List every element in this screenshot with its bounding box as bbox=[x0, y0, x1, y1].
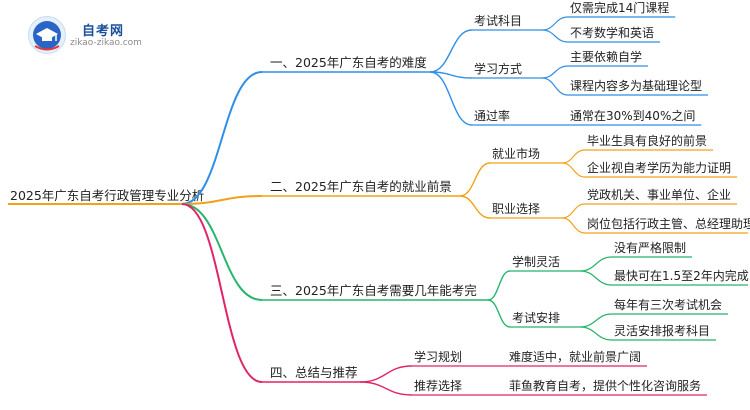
branch-3-leaf-connector bbox=[579, 256, 613, 272]
branch-2-child-1-leaf-1: 毕业生具有良好的前景 bbox=[587, 133, 707, 148]
branch-1-leaf-connector bbox=[541, 65, 569, 79]
branch-4-child-1-leaf-1: 难度适中，就业前景广阔 bbox=[509, 349, 641, 364]
branch-1-child-1-label: 考试科目 bbox=[474, 13, 522, 28]
branch-2-leaf-connector bbox=[561, 149, 586, 164]
root-to-branch-1-connector bbox=[181, 71, 263, 205]
branch-1-child-3-label: 通过率 bbox=[474, 108, 510, 123]
branch-3-child-2-leaf-1: 每年有三次考试机会 bbox=[614, 297, 722, 312]
branch-3-child-2-connector bbox=[487, 299, 511, 328]
branch-3-child-1-leaf-1: 没有严格限制 bbox=[614, 240, 686, 255]
branch-1-child-1-leaf-1: 仅需完成14门课程 bbox=[570, 0, 669, 15]
branch-4-child-2-connector bbox=[359, 381, 413, 396]
branch-4-child-2-label: 推荐选择 bbox=[414, 379, 462, 393]
site-logo: 自考网 zikao-zikao.com bbox=[28, 16, 178, 56]
branch-2-leaf-connector bbox=[561, 203, 586, 219]
branch-3-child-1-leaf-2: 最快可在1.5至2年内完成 bbox=[614, 268, 749, 283]
branch-2-child-1-leaf-2: 企业视自考学历为能力证明 bbox=[587, 160, 731, 175]
root-to-branch-4-connector bbox=[181, 203, 263, 383]
branch-3-child-2-label: 考试安排 bbox=[512, 310, 560, 325]
logo-subtitle: zikao-zikao.com bbox=[70, 38, 142, 48]
branch-2-child-1-label: 就业市场 bbox=[492, 146, 540, 161]
branch-1-child-2-leaf-2: 课程内容多为基础理论型 bbox=[570, 78, 702, 93]
branch-4-child-1-connector bbox=[359, 365, 413, 383]
branch-3-label: 三、2025年广东自考需要几年能考完 bbox=[270, 283, 477, 298]
branch-3-child-2-leaf-2: 灵活安排报考科目 bbox=[614, 323, 710, 338]
branch-3-child-1-connector bbox=[487, 270, 511, 301]
logo-title: 自考网 bbox=[82, 24, 125, 39]
root-to-branch-3-connector bbox=[181, 203, 263, 301]
branch-1-child-2-connector bbox=[429, 71, 473, 79]
branch-3-leaf-connector bbox=[579, 270, 613, 286]
branch-1-leaf-connector bbox=[541, 77, 569, 96]
logo-graduation-cap-icon bbox=[28, 16, 66, 54]
branch-1-child-1-leaf-2: 不考数学和英语 bbox=[570, 25, 654, 40]
branch-2-leaf-connector bbox=[561, 217, 586, 234]
branch-3-child-1-label: 学制灵活 bbox=[512, 254, 560, 269]
branch-2-child-2-leaf-1: 党政机关、事业单位、企业 bbox=[587, 187, 731, 202]
branch-1-child-3-connector bbox=[429, 71, 473, 126]
branch-4-child-1-label: 学习规划 bbox=[414, 349, 462, 364]
branch-1-child-2-label: 学习方式 bbox=[474, 61, 522, 76]
branch-1-child-3-leaf-1: 通常在30%到40%之间 bbox=[570, 109, 695, 123]
root-to-branch-2-connector bbox=[181, 195, 263, 205]
branch-4-label: 四、总结与推荐 bbox=[270, 365, 358, 380]
branch-3-leaf-connector bbox=[579, 326, 613, 341]
branch-2-child-1-connector bbox=[459, 162, 491, 197]
branch-2-child-2-connector bbox=[459, 195, 491, 219]
branch-1-leaf-connector bbox=[541, 29, 569, 43]
branch-1-leaf-connector bbox=[541, 16, 569, 31]
branch-1-child-1-connector bbox=[429, 29, 473, 73]
branch-3-leaf-connector bbox=[579, 313, 613, 328]
branch-1-child-2-leaf-1: 主要依赖自学 bbox=[570, 49, 642, 64]
branch-2-leaf-connector bbox=[561, 162, 586, 178]
branch-2-label: 二、2025年广东自考的就业前景 bbox=[270, 179, 452, 194]
root-node-label: 2025年广东自考行政管理专业分析 bbox=[10, 188, 204, 203]
branch-2-child-2-label: 职业选择 bbox=[492, 202, 540, 216]
branch-1-label: 一、2025年广东自考的难度 bbox=[270, 55, 427, 70]
branch-2-child-2-leaf-2: 岗位包括行政主管、总经理助理 bbox=[587, 216, 750, 231]
branch-4-child-2-leaf-1: 菲鱼教育自考，提供个性化咨询服务 bbox=[509, 378, 701, 393]
